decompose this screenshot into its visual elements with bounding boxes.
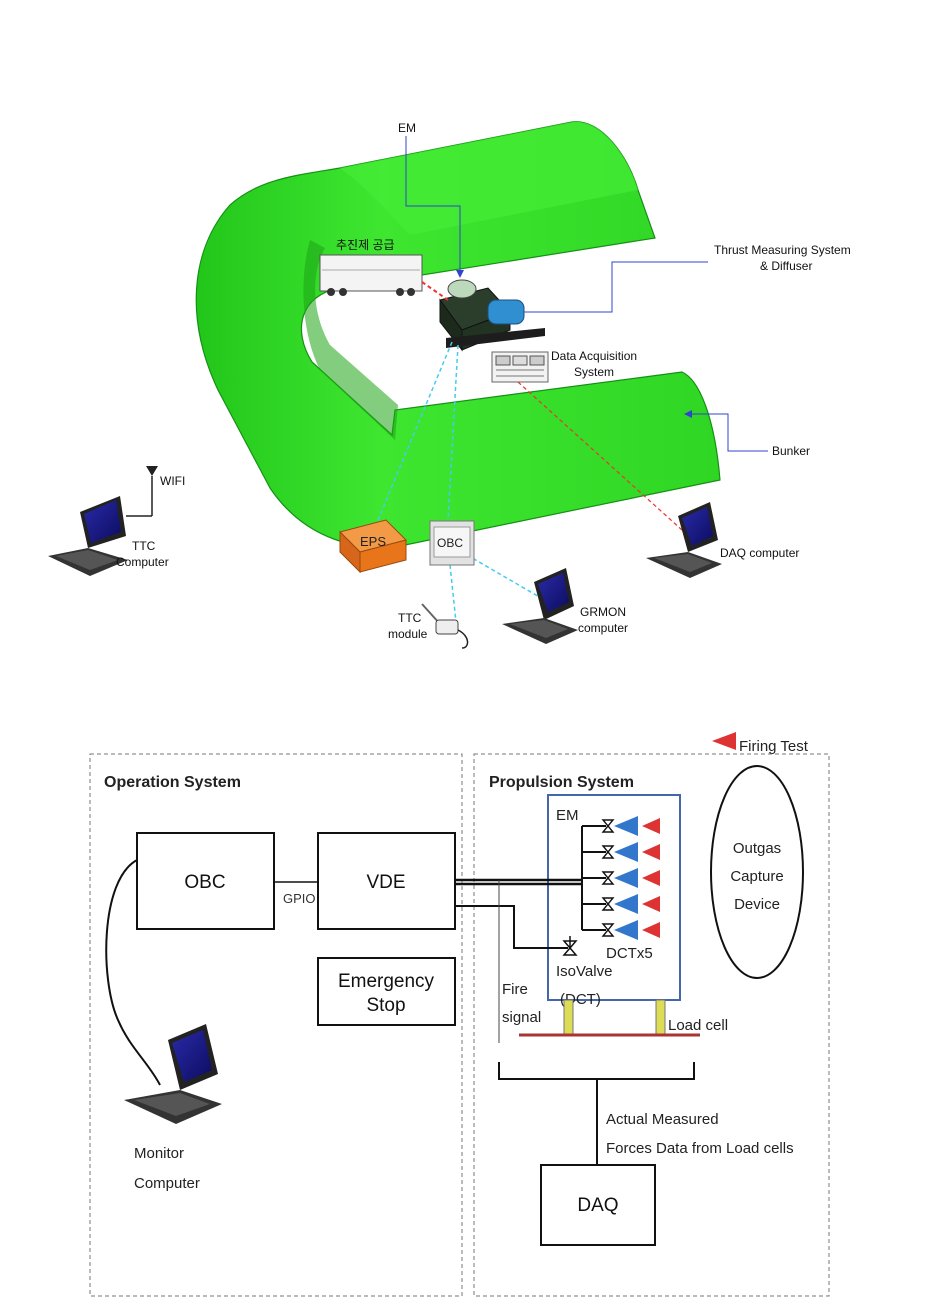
em-pointer-line — [405, 136, 461, 272]
measured-label-line2: Forces Data from Load cells — [606, 1140, 794, 1157]
daq-block — [540, 1164, 656, 1246]
propulsion-system-title: Propulsion System — [489, 774, 634, 791]
daq-system-label-line1: Data Acquisition — [551, 349, 637, 363]
daq-laptop-icon — [646, 502, 722, 578]
dct-thruster-4 — [582, 894, 660, 914]
monitor-label-line2: Computer — [134, 1175, 200, 1192]
load-cell-label: Load cell — [668, 1017, 728, 1034]
dct-label: DCTx5 — [606, 945, 653, 962]
vde-block-label: VDE — [366, 872, 405, 893]
eps-box: EPS — [339, 519, 407, 574]
vde-block — [317, 832, 456, 930]
dct-thrusters — [582, 816, 660, 940]
obc-to-engine-cable — [375, 341, 453, 526]
daq-block-label: DAQ — [577, 1195, 618, 1216]
bunker-pointer-arrow — [684, 410, 692, 418]
obc-top-label: OBC — [437, 536, 463, 550]
outgas-capture-device — [710, 765, 804, 979]
obc-to-engine-cable-2 — [447, 344, 459, 521]
emergency-label-line1: Emergency — [338, 971, 435, 992]
bunker-label: Bunker — [772, 444, 810, 458]
ttc-laptop-icon — [48, 496, 128, 576]
emergency-stop-button — [317, 957, 456, 1026]
fire-signal-label-line1: Fire — [502, 981, 528, 998]
legend-plume-marker — [712, 732, 736, 750]
ttc-computer-label-line1: TTC — [132, 539, 156, 553]
daq-system-label-line2: System — [574, 365, 614, 379]
wifi-label: WIFI — [160, 474, 185, 488]
measured-label-line1: Actual Measured — [606, 1111, 719, 1128]
em-module-label: EM — [556, 807, 579, 824]
data-acquisition-rack — [491, 351, 549, 383]
monitor-laptop-icon — [124, 1024, 222, 1124]
wifi-antenna-icon — [126, 466, 158, 517]
ttc-module-label-line2: module — [388, 627, 428, 641]
thrust-pointer-line — [524, 261, 708, 313]
grmon-laptop-icon — [502, 568, 578, 644]
eps-label: EPS — [360, 534, 386, 549]
bunker-inner-shade — [303, 240, 398, 440]
outgas-label-line1: Outgas — [733, 840, 781, 857]
monitor-label-line1: Monitor — [134, 1145, 184, 1162]
trailer-to-engine-cable — [421, 281, 449, 301]
em-module-box — [547, 794, 681, 1001]
propulsion-system-region — [473, 753, 830, 1297]
ttc-module-device — [421, 603, 469, 649]
monitor-cable — [105, 859, 161, 1086]
dct-thruster-1 — [582, 816, 660, 836]
emergency-label-line2: Stop — [366, 995, 405, 1016]
load-cell-left — [563, 999, 574, 1035]
load-cell-right — [655, 999, 666, 1035]
daq-computer-label: DAQ computer — [720, 546, 799, 560]
grmon-label-line1: GRMON — [580, 605, 626, 619]
outgas-label-line3: Device — [734, 896, 780, 913]
fuel-supply-label: 추진제 공급 — [336, 238, 395, 252]
dct-thruster-3 — [582, 868, 660, 888]
fire-signal-label-line2: signal — [502, 1009, 541, 1026]
top-facility-diagram: 추진제 공급 — [48, 121, 851, 649]
ttc-computer-label-line2: Computer — [116, 555, 169, 569]
engine-test-stand — [439, 279, 545, 352]
em-pointer-arrow — [456, 270, 464, 278]
isovalve-label-line1: IsoValve — [556, 963, 612, 980]
thrust-label-line1: Thrust Measuring System — [714, 243, 851, 257]
bunker-top-face — [340, 121, 638, 235]
operation-system-title: Operation System — [104, 774, 241, 791]
dct-thruster-5 — [582, 920, 660, 940]
legend-label: Firing Test — [739, 738, 809, 755]
gpio-label: GPIO — [283, 891, 316, 906]
propellant-trailer — [319, 254, 423, 296]
bunker-pointer-line — [690, 413, 768, 452]
isovalve-icon — [562, 936, 578, 956]
ttc-module-label-line1: TTC — [398, 611, 422, 625]
em-label: EM — [398, 121, 416, 135]
grmon-label-line2: computer — [578, 621, 628, 635]
load-data-bracket — [498, 1062, 695, 1080]
obc-to-ttc-module-cable — [449, 564, 457, 623]
vde-to-isovalve-line — [455, 905, 568, 949]
obc-block — [136, 832, 275, 930]
obc-box: OBC — [429, 520, 475, 566]
bottom-system-diagram: Firing Test Operation System OBC GPIO VD… — [89, 732, 830, 1297]
operation-system-region — [89, 753, 463, 1297]
outgas-label-line2: Capture — [730, 868, 783, 885]
thrust-label-line2: & Diffuser — [760, 259, 812, 273]
dct-thruster-2 — [582, 842, 660, 862]
obc-block-label: OBC — [184, 872, 225, 893]
daq-system-to-computer-cable — [517, 381, 683, 531]
